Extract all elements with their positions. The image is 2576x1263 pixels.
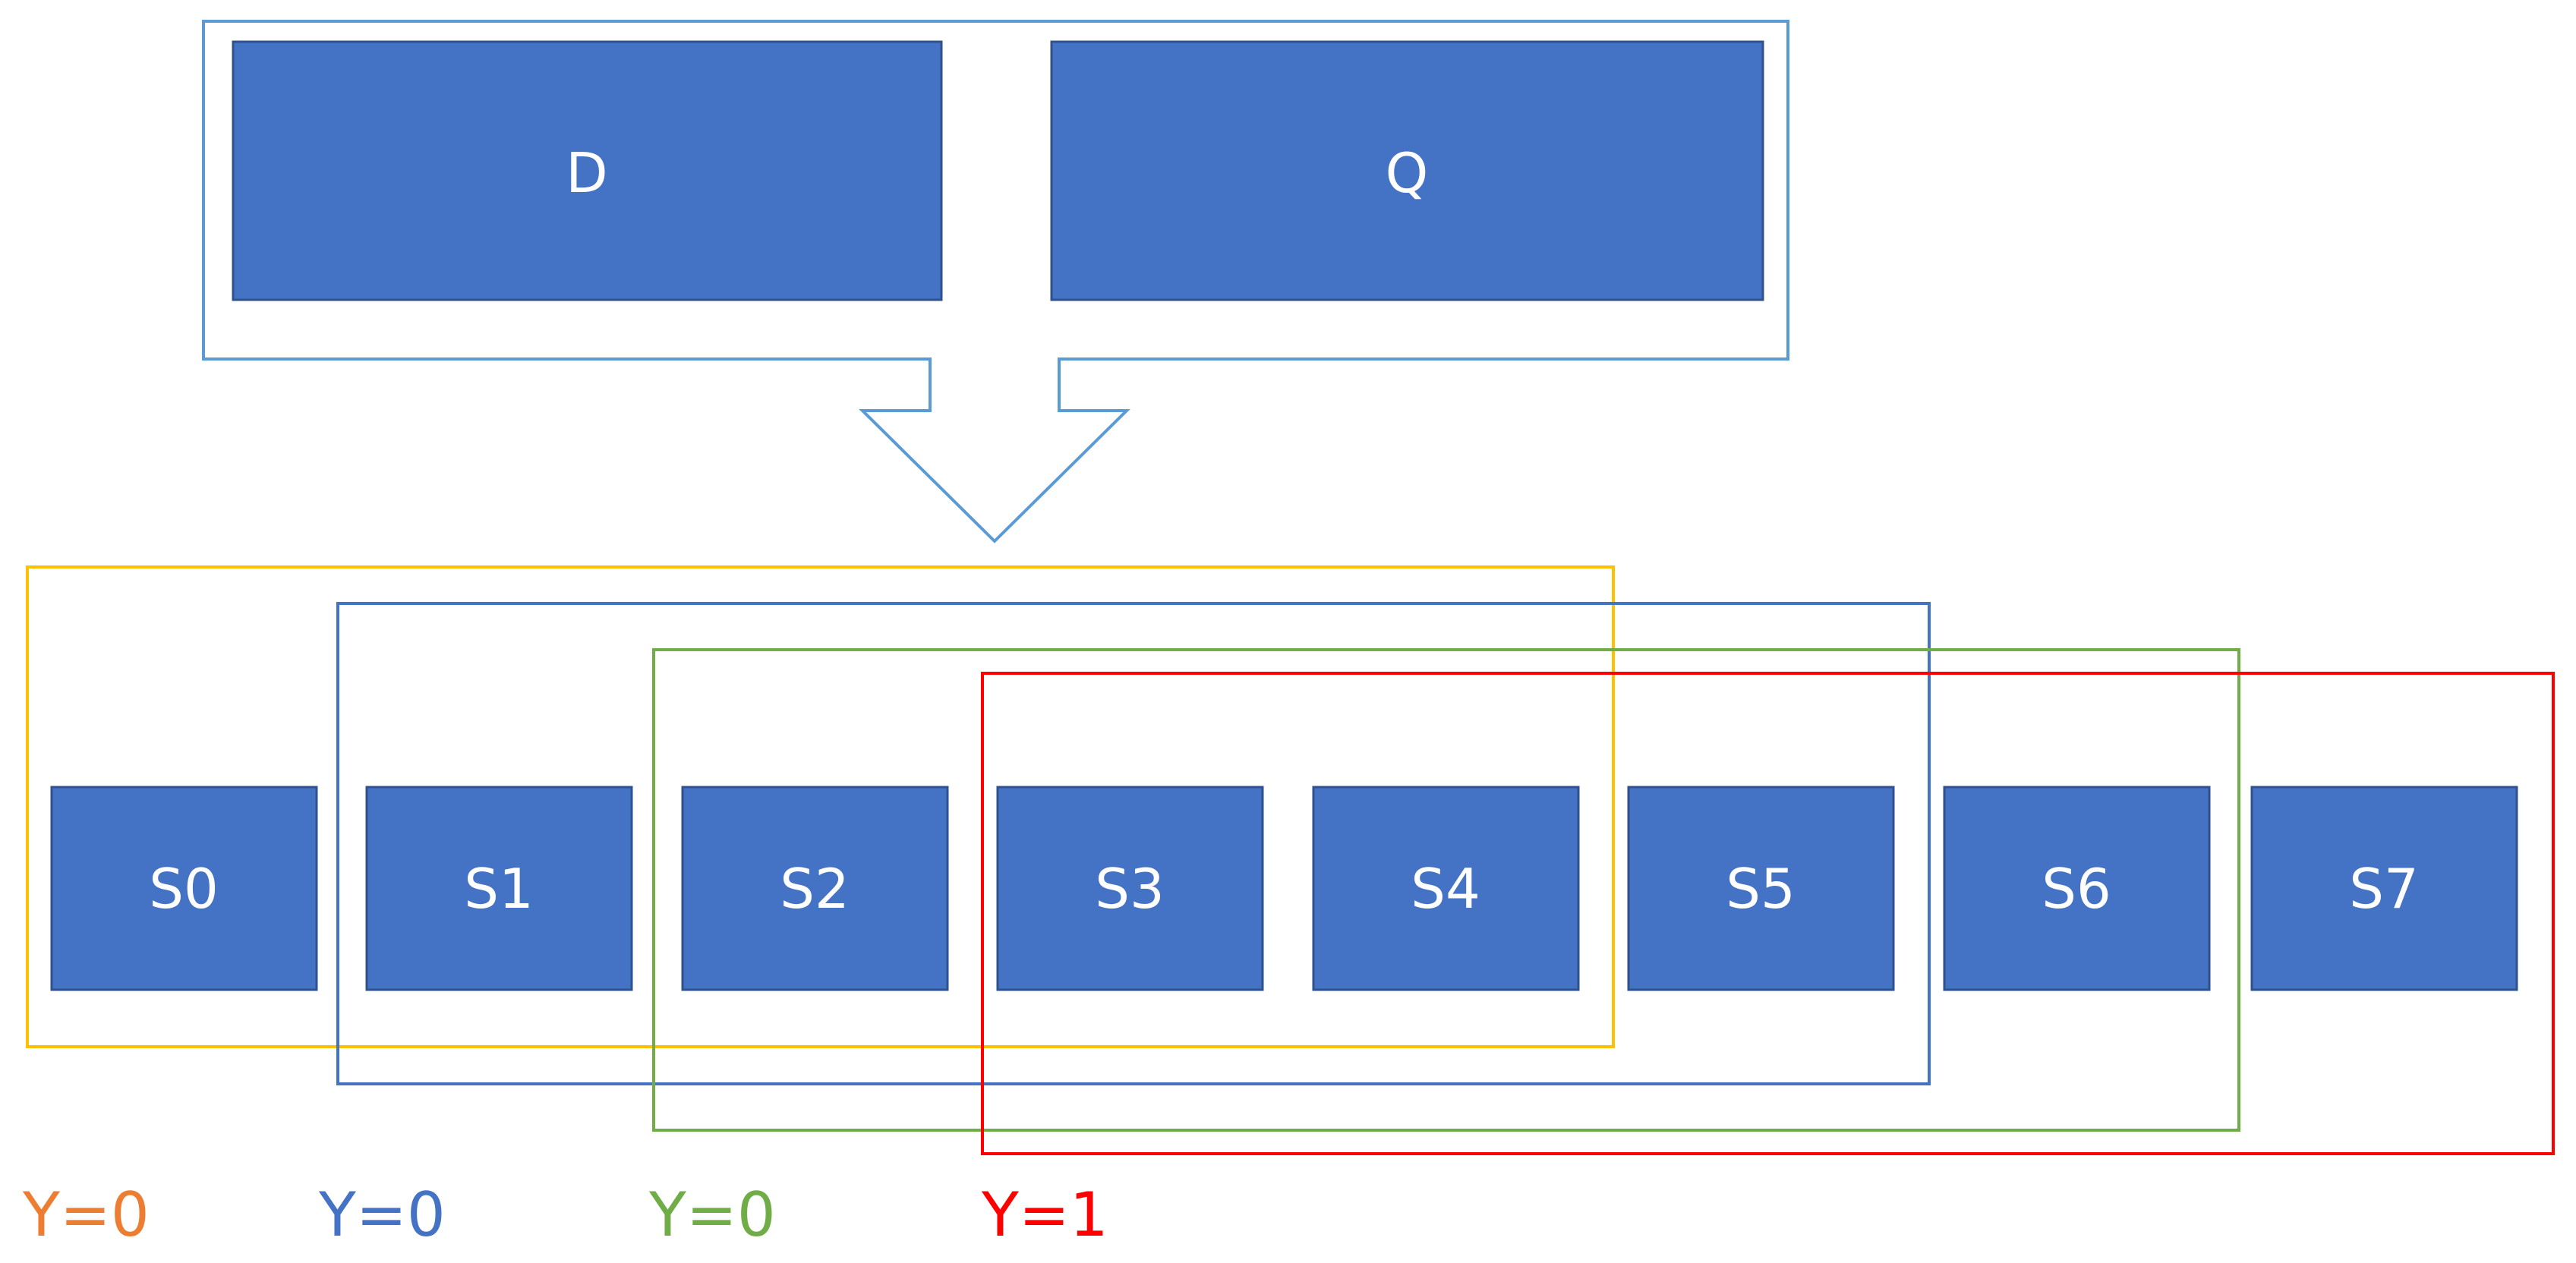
window-frame-orange — [26, 565, 1615, 1048]
slot-box-s1: S1 — [365, 786, 633, 991]
slot-box-s3: S3 — [996, 786, 1264, 991]
slot-box-s7: S7 — [2250, 786, 2518, 991]
input-q-box: Q — [1050, 40, 1764, 301]
input-arrow-frame — [202, 20, 1789, 543]
slot-box-s6: S6 — [1943, 786, 2211, 991]
window-label-blue: Y=0 — [318, 1180, 446, 1250]
slot-label-s7: S7 — [2349, 857, 2419, 921]
slot-label-s5: S5 — [1726, 857, 1796, 921]
slot-label-s3: S3 — [1095, 857, 1165, 921]
slot-box-s2: S2 — [681, 786, 949, 991]
slot-label-s0: S0 — [149, 857, 219, 921]
slot-label-s1: S1 — [464, 857, 534, 921]
window-frame-blue — [336, 602, 1931, 1085]
input-q-label: Q — [1386, 141, 1429, 205]
slot-box-s0: S0 — [50, 786, 318, 991]
window-frame-red — [981, 672, 2555, 1155]
slot-label-s4: S4 — [1411, 857, 1480, 921]
slot-box-s5: S5 — [1627, 786, 1895, 991]
slot-label-s6: S6 — [2042, 857, 2111, 921]
input-d-box: D — [232, 40, 943, 301]
window-frame-green — [652, 648, 2240, 1132]
window-label-green: Y=0 — [648, 1180, 776, 1250]
slot-row: S0 S1 S2 S3 S4 S5 S6 S7 — [50, 786, 2518, 991]
window-label-red: Y=1 — [981, 1180, 1108, 1250]
slot-label-s2: S2 — [780, 857, 850, 921]
slot-box-s4: S4 — [1312, 786, 1580, 991]
window-label-orange: Y=0 — [22, 1180, 150, 1250]
input-d-label: D — [566, 141, 607, 205]
